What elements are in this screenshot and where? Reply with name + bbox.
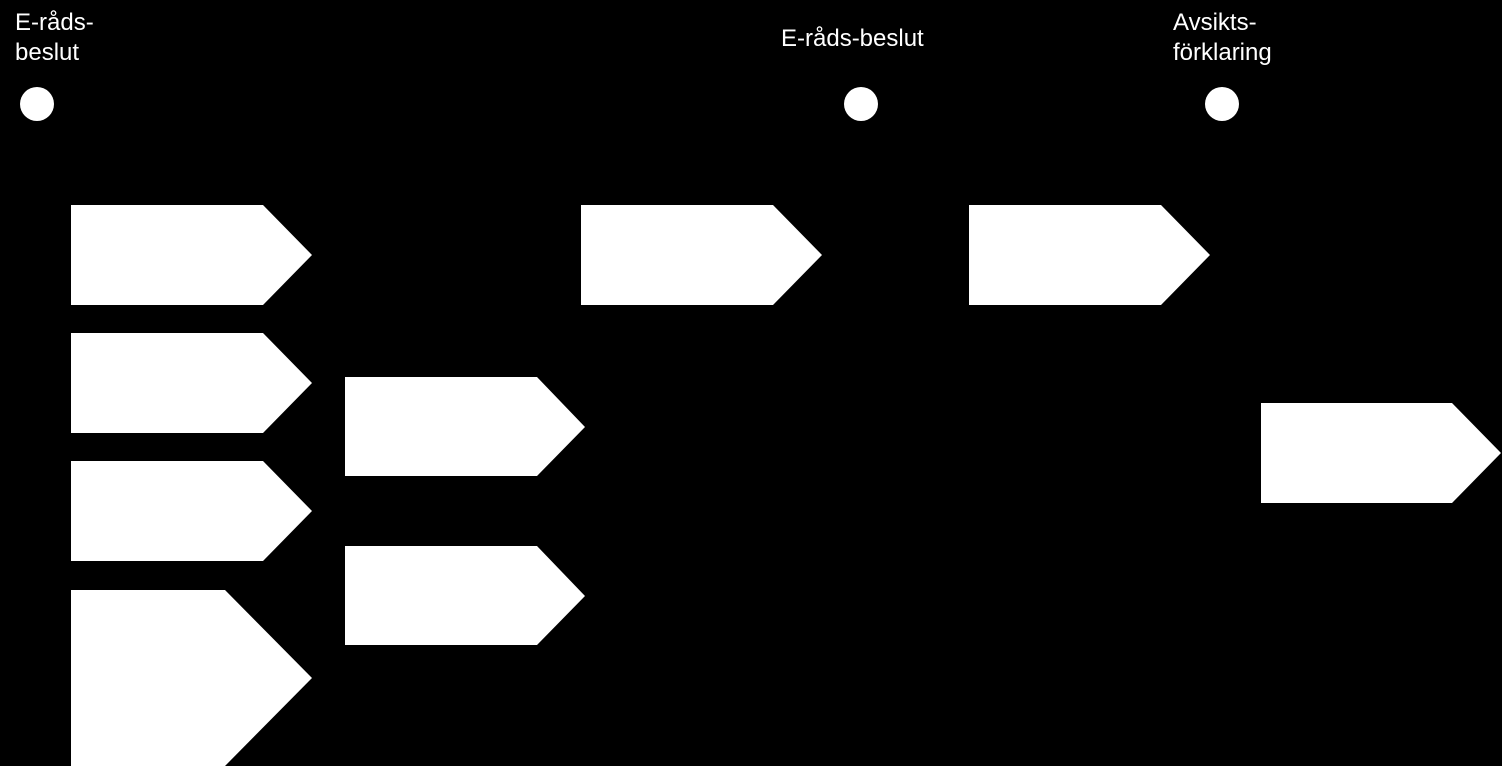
process-arrow-3 bbox=[71, 461, 312, 561]
milestone-dot-3 bbox=[1205, 87, 1239, 121]
process-arrow-4 bbox=[71, 590, 312, 766]
milestone-label-3-line-2: förklaring bbox=[1173, 39, 1272, 66]
process-arrow-1 bbox=[71, 205, 312, 305]
milestone-dot-1 bbox=[20, 87, 54, 121]
milestone-label-1-line-2: beslut bbox=[15, 39, 80, 66]
process-arrow-2 bbox=[71, 333, 312, 433]
milestone-label-1-line-1: E-råds- bbox=[15, 9, 94, 36]
milestone-label-2: E-råds-beslut bbox=[781, 24, 924, 54]
milestone-dot-2 bbox=[844, 87, 878, 121]
process-arrow-8 bbox=[969, 205, 1210, 305]
milestone-label-2-line-1: E-råds-beslut bbox=[781, 25, 924, 52]
process-arrow-9 bbox=[1261, 403, 1501, 503]
milestone-label-3: Avsikts- förklaring bbox=[1173, 8, 1272, 68]
process-arrow-6 bbox=[345, 546, 585, 645]
milestone-label-1: E-råds- beslut bbox=[15, 8, 94, 68]
milestone-label-3-line-1: Avsikts- bbox=[1173, 9, 1257, 36]
process-arrow-5 bbox=[345, 377, 585, 476]
process-arrow-7 bbox=[581, 205, 822, 305]
